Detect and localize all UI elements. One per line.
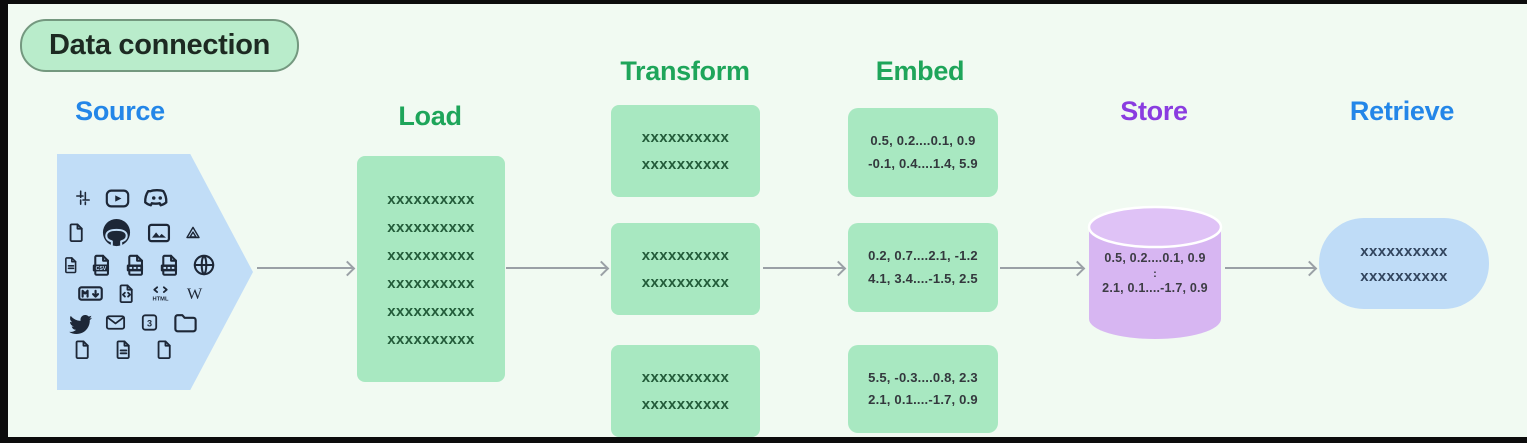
image-icon xyxy=(145,219,173,247)
embed-box-2: 0.2, 0.7....2.1, -1.2 4.1, 3.4....-1.5, … xyxy=(848,223,998,312)
svg-text:HTML: HTML xyxy=(153,297,169,303)
transform-line: xxxxxxxxxx xyxy=(641,396,730,413)
embed-box-1: 0.5, 0.2....0.1, 0.9 -0.1, 0.4....1.4, 5… xyxy=(848,108,998,197)
transform-line: xxxxxxxxxx xyxy=(641,129,730,146)
code-file-icon xyxy=(115,282,138,305)
source-icon-row: CSV xyxy=(61,252,253,278)
screen-edge-left xyxy=(0,0,8,443)
document-lines-icon xyxy=(112,338,135,361)
svg-text:W: W xyxy=(187,284,203,303)
github-icon xyxy=(99,215,134,250)
slack-icon xyxy=(73,188,93,208)
mail-icon xyxy=(104,311,127,334)
csv-file-icon: CSV xyxy=(89,252,115,278)
embedding-values: -0.1, 0.4....1.4, 5.9 xyxy=(868,155,978,171)
transform-line: xxxxxxxxxx xyxy=(641,274,730,291)
discord-icon xyxy=(142,183,172,213)
flow-arrow-source-to-load xyxy=(257,267,354,269)
document-icon xyxy=(71,338,94,361)
source-icon-row xyxy=(73,183,253,213)
file-badge-icon xyxy=(157,252,183,278)
retrieve-box: xxxxxxxxxx xxxxxxxxxx xyxy=(1319,218,1489,309)
screen-edge-top xyxy=(0,0,1527,4)
source-icon-row xyxy=(71,338,253,361)
flow-arrow-embed-to-store xyxy=(1000,267,1084,269)
source-icon-row: HTML W xyxy=(77,280,253,307)
load-line: xxxxxxxxxx xyxy=(387,274,475,292)
source-shape: CSV HTML W 3 xyxy=(57,154,253,390)
load-title: Load xyxy=(398,101,462,131)
transform-box-2: xxxxxxxxxx xxxxxxxxxx xyxy=(611,223,760,315)
retrieve-title: Retrieve xyxy=(1349,96,1455,126)
transform-box-1: xxxxxxxxxx xxxxxxxxxx xyxy=(611,105,760,197)
embedding-values: 0.5, 0.2....0.1, 0.9 xyxy=(870,133,976,149)
svg-text:3: 3 xyxy=(147,318,152,328)
html-file-icon: HTML xyxy=(149,282,172,305)
youtube-icon xyxy=(104,185,131,212)
document-lines-icon xyxy=(61,255,81,275)
load-line: xxxxxxxxxx xyxy=(387,190,475,208)
transform-box-3: xxxxxxxxxx xxxxxxxxxx xyxy=(611,345,760,437)
wikipedia-icon: W xyxy=(183,282,206,305)
source-icon-row: 3 xyxy=(67,309,253,336)
ellipsis-colon: : xyxy=(1153,267,1157,280)
transform-line: xxxxxxxxxx xyxy=(641,156,730,173)
source-icon-row xyxy=(65,215,253,250)
file-badge-icon xyxy=(123,252,149,278)
embed-box-3: 5.5, -0.3....0.8, 2.3 2.1, 0.1....-1.7, … xyxy=(848,345,998,433)
load-box: xxxxxxxxxx xxxxxxxxxx xxxxxxxxxx xxxxxxx… xyxy=(357,156,505,382)
retrieve-line: xxxxxxxxxx xyxy=(1360,267,1448,285)
embedding-values: 4.1, 3.4....-1.5, 2.5 xyxy=(868,270,978,286)
document-icon xyxy=(65,221,88,244)
twitter-icon xyxy=(67,310,93,336)
store-values: 0.5, 0.2....0.1, 0.9 : 2.1, 0.1....-1.7,… xyxy=(1087,251,1223,297)
source-title: Source xyxy=(75,96,165,126)
flow-arrow-store-to-retrieve xyxy=(1225,267,1316,269)
stored-vector: 2.1, 0.1....-1.7, 0.9 xyxy=(1102,281,1208,296)
transform-title: Transform xyxy=(620,56,750,86)
globe-icon xyxy=(191,252,217,278)
embed-title: Embed xyxy=(875,56,965,86)
diagram-title-badge: Data connection xyxy=(20,19,300,72)
markdown-icon xyxy=(77,280,104,307)
source-icon-grid: CSV HTML W 3 xyxy=(57,181,253,363)
retrieve-line: xxxxxxxxxx xyxy=(1360,242,1448,260)
folder-icon xyxy=(172,309,199,336)
flow-arrow-transform-to-embed xyxy=(763,267,845,269)
database-cylinder-icon xyxy=(1087,205,1223,339)
document-icon xyxy=(153,338,176,361)
transform-line: xxxxxxxxxx xyxy=(641,247,730,264)
load-line: xxxxxxxxxx xyxy=(387,246,475,264)
screen-edge-bottom xyxy=(0,437,1527,443)
embedding-values: 2.1, 0.1....-1.7, 0.9 xyxy=(868,392,978,407)
svg-text:CSV: CSV xyxy=(96,266,107,272)
app-badge-icon: 3 xyxy=(138,311,161,334)
google-drive-icon xyxy=(184,224,202,242)
load-line: xxxxxxxxxx xyxy=(387,330,475,348)
load-line: xxxxxxxxxx xyxy=(387,218,475,236)
stored-vector: 0.5, 0.2....0.1, 0.9 xyxy=(1104,251,1206,265)
load-line: xxxxxxxxxx xyxy=(387,302,475,320)
flow-arrow-load-to-transform xyxy=(506,267,608,269)
embedding-values: 5.5, -0.3....0.8, 2.3 xyxy=(868,369,978,385)
transform-line: xxxxxxxxxx xyxy=(641,369,730,386)
store-title: Store xyxy=(1120,96,1188,126)
embedding-values: 0.2, 0.7....2.1, -1.2 xyxy=(868,248,978,264)
